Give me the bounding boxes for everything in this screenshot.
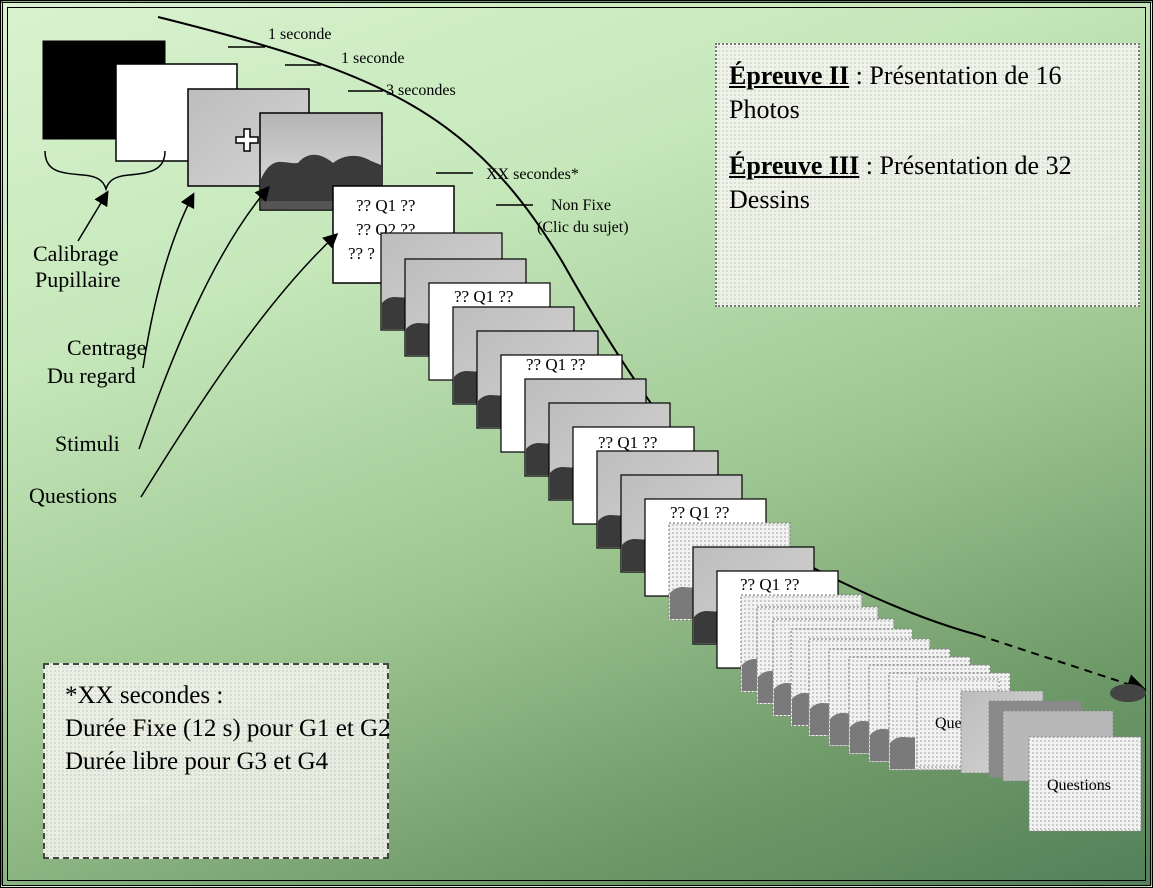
label-1-seconde-white: 1 seconde — [341, 50, 405, 67]
label-non-fixe: Non Fixe — [551, 197, 611, 214]
end-card-questions-label: Questions — [1047, 777, 1111, 794]
legend-centrage-line2: Du regard — [47, 363, 136, 388]
note-line-2: Durée libre pour G3 et G4 — [65, 745, 367, 778]
epreuves-box: Épreuve II : Présentation de 16 Photos É… — [715, 43, 1140, 307]
legend-calibrage-line1: Calibrage — [33, 241, 119, 266]
question-card-q3: ?? ? — [348, 244, 375, 263]
end-card-photo-shape — [1110, 684, 1146, 702]
sequence-cards — [381, 233, 1010, 770]
legend-stimuli: Stimuli — [55, 431, 120, 456]
label-xx-secondes: XX secondes* — [486, 166, 579, 183]
question-card-label: ?? Q1 ?? — [454, 287, 513, 306]
question-card-label: ?? Q1 ?? — [598, 433, 657, 452]
note-line-1: Durée Fixe (12 s) pour G1 et G2 — [65, 712, 367, 745]
label-clic-du-sujet: (Clic du sujet) — [537, 219, 629, 236]
label-3-secondes: 3 secondes — [386, 82, 456, 99]
label-1-seconde-black: 1 seconde — [268, 26, 332, 43]
epreuve-2: Épreuve II : Présentation de 16 Photos — [729, 59, 1126, 127]
legend-centrage-line1: Centrage — [67, 335, 146, 360]
epreuve-3-title: Épreuve III — [729, 151, 859, 180]
arrow-centrage — [143, 195, 193, 368]
arrow-calibrage — [78, 193, 107, 241]
epreuve-2-title: Épreuve II — [729, 61, 849, 90]
arrow-stimuli — [139, 188, 268, 449]
legend-questions: Questions — [29, 483, 117, 508]
question-card-label: ?? Q1 ?? — [670, 503, 729, 522]
legend-calibrage-line2: Pupillaire — [35, 267, 121, 292]
note-box: *XX secondes : Durée Fixe (12 s) pour G1… — [43, 663, 389, 859]
epreuve-3: Épreuve III : Présentation de 32 Dessins — [729, 149, 1126, 217]
question-card-label: ?? Q1 ?? — [740, 575, 799, 594]
note-title: *XX secondes : — [65, 679, 367, 712]
question-card-q1: ?? Q1 ?? — [356, 196, 415, 215]
question-card-label: ?? Q1 ?? — [526, 355, 585, 374]
